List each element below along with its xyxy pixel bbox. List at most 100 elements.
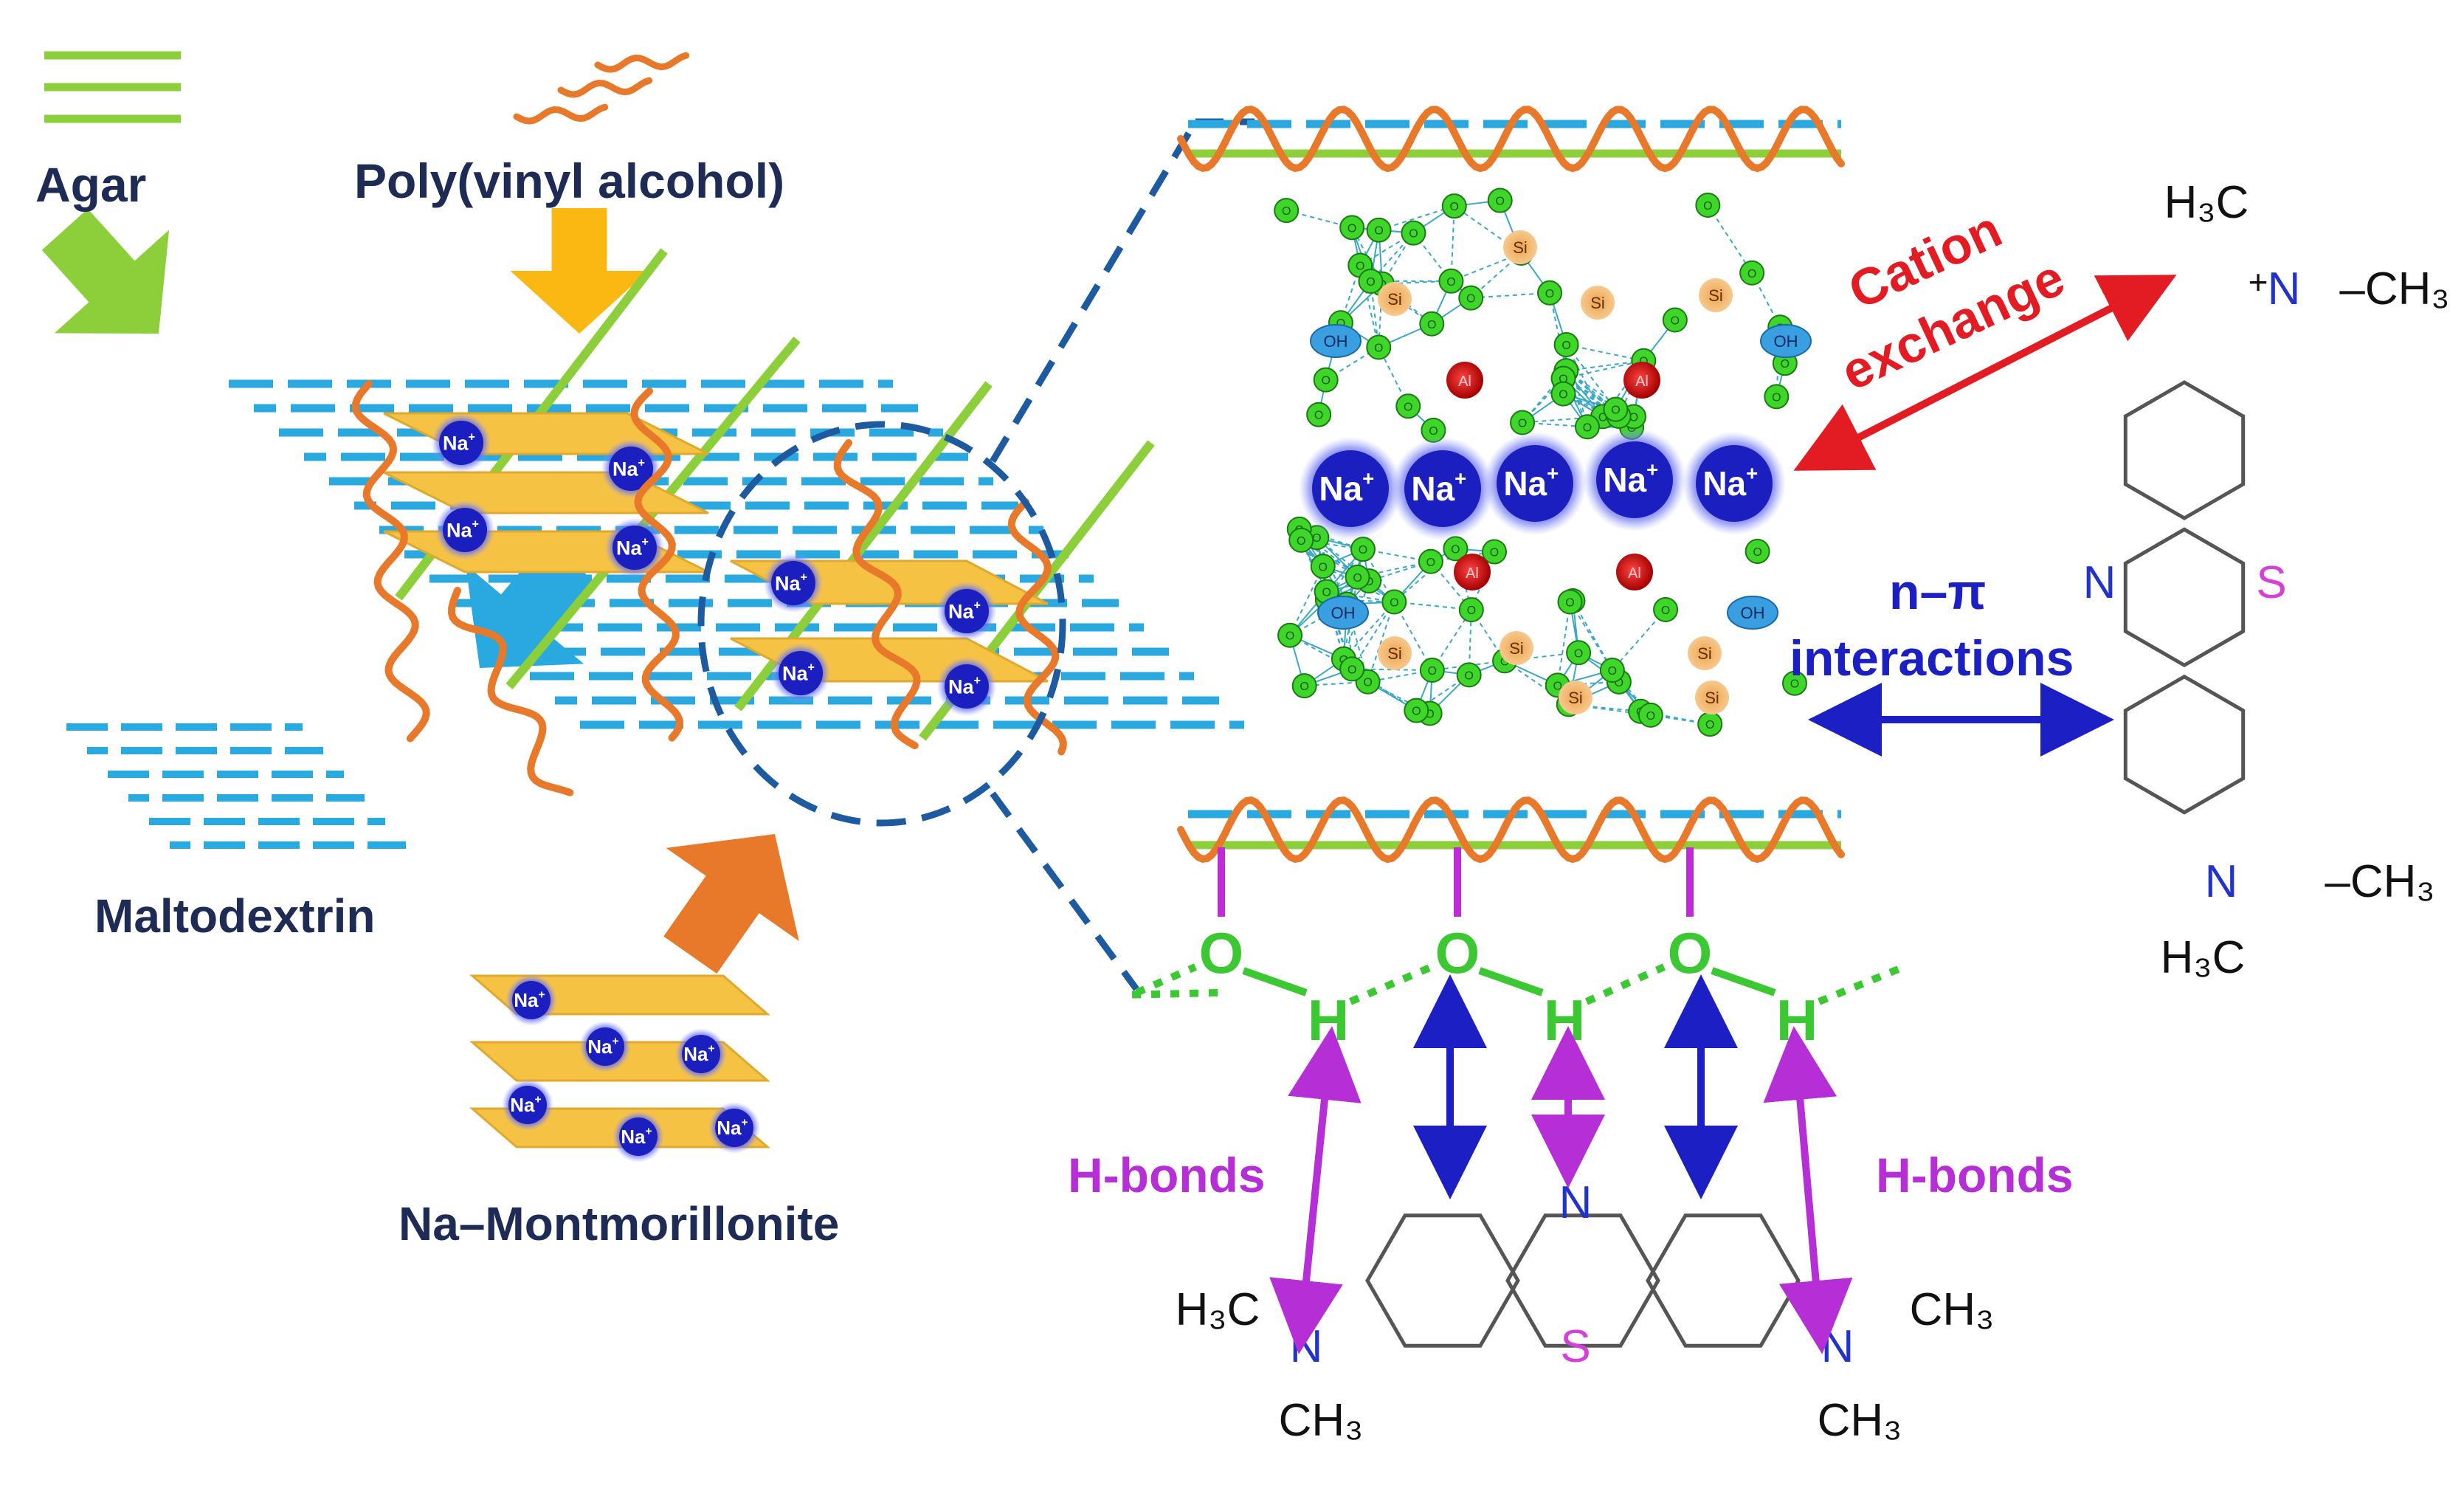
pva-label: Poly(vinyl alcohol): [354, 154, 784, 208]
montmorillonite-label: Na–Montmorillonite: [398, 1197, 839, 1250]
oxygen-atom-label: O: [1319, 561, 1328, 574]
hbond-dots: [1819, 967, 1904, 1002]
oxygen-atom-label: O: [1753, 546, 1761, 559]
mb-ring: [1367, 1216, 1518, 1346]
oh-bond: [1480, 971, 1542, 993]
silicon-atom-label: Si: [1705, 689, 1719, 707]
montmorillonite-stack: Na+Na+Na+Na+Na+Na+: [472, 974, 767, 1162]
zoom-line-bottom: [993, 793, 1136, 989]
sodium-ion-charge: +: [642, 535, 649, 548]
mb-right-nitrogen: N: [1821, 1321, 1854, 1372]
montmorillonite-arrow: [624, 788, 841, 1002]
oxygen-atom-label: O: [1446, 276, 1455, 289]
sodium-ion-charge: +: [1547, 461, 1559, 484]
oxygen-atom-label: O: [1574, 647, 1583, 660]
oxygen-atom-label: O: [1409, 228, 1418, 241]
oxygen-atom-label: O: [1450, 201, 1459, 213]
sodium-ion: Na+: [1483, 432, 1587, 535]
mb-right-methyl-1: CH₃: [1910, 1284, 1995, 1335]
sodium-ion: Na+: [579, 1021, 631, 1072]
clay-layer-zoom: OOOOOOOOOOOOOOOOOOOOOOOOOOOOOOOOOOOOOOSi…: [1181, 109, 1841, 859]
oxygen-atom-label: O: [1467, 604, 1476, 617]
silicon-atom-label: Si: [1509, 639, 1524, 658]
oxygen-atom-label: O: [1466, 293, 1475, 306]
hydroxyl-group-label: OH: [1331, 604, 1356, 622]
hydroxyl-group-label: OH: [1741, 604, 1765, 622]
silicon-atom-label: Si: [1590, 294, 1605, 312]
oxygen-atom-label: O: [1559, 389, 1567, 402]
mb-right-methyl-2: CH₃: [1818, 1395, 1902, 1446]
silicon-atom-label: Si: [1697, 644, 1712, 663]
silicon-atom-label: Si: [1387, 644, 1402, 663]
mb-top-methyl-2: –CH₃: [2339, 264, 2449, 314]
maltodextrin-network: [66, 727, 406, 845]
sodium-ion: Na+: [612, 1111, 664, 1162]
oxygen-atom-label: O: [1322, 587, 1331, 599]
sodium-ion: Na+: [764, 554, 824, 613]
mb-left-nitrogen: N: [1290, 1321, 1323, 1372]
oxygen-atom-label: O: [1356, 261, 1364, 273]
aluminum-atom-label: Al: [1628, 565, 1641, 582]
oxygen-atom-label: O: [1703, 200, 1712, 213]
pva-icon-squiggle: [598, 55, 686, 69]
lattice-bond: [1558, 602, 1570, 685]
oxygen-atom-label: O: [1661, 604, 1670, 617]
composite-pva-chain: [356, 384, 427, 739]
aluminum-atom-label: Al: [1458, 373, 1471, 390]
oxygen-atom-label: O: [1583, 421, 1592, 434]
silicon-atom-label: Si: [1568, 689, 1583, 707]
component-legend-icons: Na+ Na+ Na+ Na+ Na+ Na+: [7, 55, 841, 1162]
pva-arrow: [511, 208, 649, 334]
oxygen-atom-label: O: [1518, 418, 1527, 430]
sodium-ion-charge: +: [1646, 458, 1658, 480]
oxygen-atom-label: O: [1297, 535, 1305, 548]
sodium-ion: Na+: [505, 974, 557, 1026]
sodium-ion: Na+: [771, 644, 831, 703]
sodium-ion: Na+: [601, 439, 661, 499]
silicon-atom-label: Si: [1513, 238, 1528, 257]
oxygen-atom-label: O: [1428, 665, 1437, 678]
sodium-ion-charge: +: [974, 599, 981, 612]
sodium-ion-charge: +: [1454, 466, 1466, 489]
sodium-ion: Na+: [1299, 437, 1402, 540]
hbond-dots: [1122, 993, 1218, 995]
hydroxyl-hydrogen: H: [1544, 988, 1585, 1053]
pva-arrow-shape: [511, 208, 649, 334]
oxygen-atom-label: O: [1426, 557, 1435, 569]
npi-label-2: interactions: [1790, 630, 2074, 686]
oxygen-atom-label: O: [1374, 225, 1383, 238]
oxygen-atom-label: O: [1565, 596, 1574, 609]
oxygen-atom-label: O: [1314, 410, 1323, 422]
oxygen-atom-label: O: [1321, 375, 1330, 388]
oxygen-atom-label: O: [1404, 401, 1412, 413]
zoom-bottom-pva: [1181, 800, 1841, 859]
sodium-ion: Na+: [708, 1102, 760, 1154]
sodium-ion: Na+: [502, 1079, 553, 1131]
pva-icon-squiggle: [561, 80, 649, 94]
oxygen-atom-label: O: [1366, 276, 1375, 289]
hbond-arrow: [1302, 1063, 1328, 1318]
pva-icon-squiggle: [517, 107, 605, 121]
sodium-ion-charge: +: [534, 1093, 541, 1106]
sodium-ion: Na+: [937, 582, 997, 641]
oxygen-atom-label: O: [1451, 543, 1460, 556]
sodium-ion-charge: +: [808, 661, 815, 674]
oxygen-atom-label: O: [1359, 544, 1367, 557]
oxygen-atom-label: O: [1495, 196, 1504, 208]
mb-left-methyl-1: H₃C: [1176, 1284, 1260, 1335]
maltodextrin-label: Maltodextrin: [94, 889, 375, 943]
aluminum-atom-label: Al: [1466, 565, 1479, 582]
oxygen-atom-label: O: [1772, 391, 1781, 404]
oxygen-atom-label: O: [1561, 340, 1570, 352]
mb-top-nitrogen: N: [2268, 264, 2301, 314]
oxygen-atom-label: O: [1781, 358, 1790, 371]
montmorillonite-arrow-shape: [624, 788, 841, 1002]
sodium-ion-charge: +: [469, 430, 475, 444]
hbond-dots: [1350, 967, 1432, 1002]
mb-charge: +: [2249, 263, 2268, 301]
sodium-ion-charge: +: [974, 674, 981, 687]
sodium-ion-charge: +: [801, 571, 807, 584]
